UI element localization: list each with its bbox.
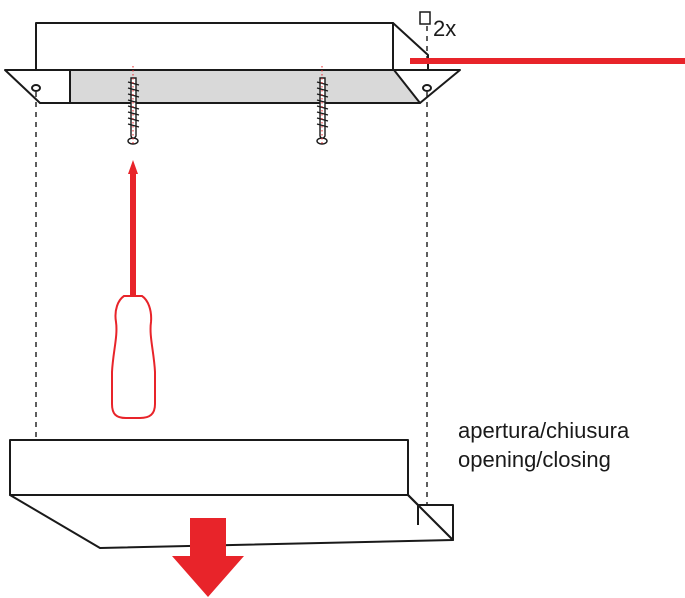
down-arrow-icon: [172, 518, 244, 597]
square-marker-icon: [419, 11, 431, 25]
bracket-recess-panel: [69, 69, 421, 104]
quantity-label: 2x: [433, 16, 457, 41]
fixture-bottom-face: [9, 494, 454, 549]
caption-english: opening/closing: [458, 447, 611, 472]
caption-italian: apertura/chiusura: [458, 418, 630, 443]
mounting-hole-left: [31, 84, 41, 92]
mounting-hole-right: [422, 84, 432, 92]
alignment-guides: [35, 26, 428, 520]
screwdriver-icon: [111, 160, 156, 419]
fixture-body: [9, 439, 454, 549]
screw-axis-lines: [132, 66, 323, 146]
fixture-side-tab: [407, 494, 454, 541]
mounting-bracket: [4, 22, 461, 104]
bracket-top-box: [35, 22, 394, 71]
fixture-front-face: [9, 439, 409, 496]
